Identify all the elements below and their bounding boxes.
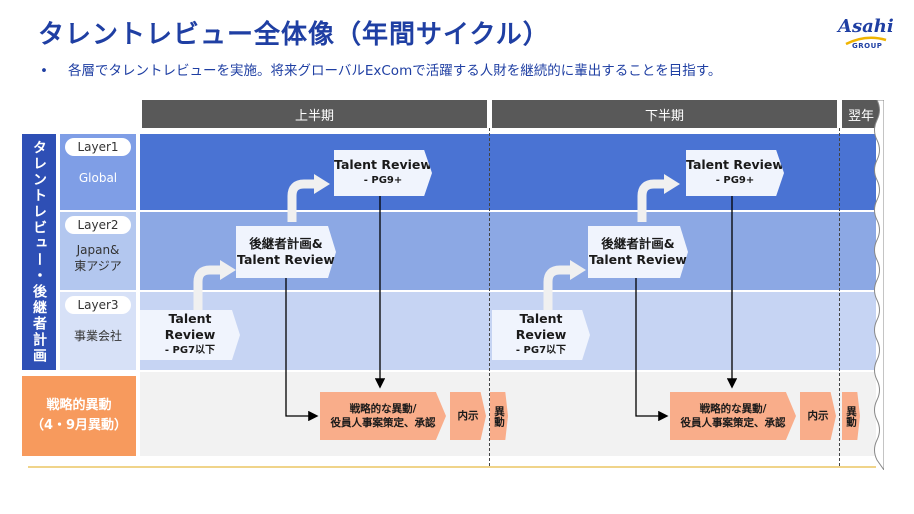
footer-accent-line (28, 466, 876, 468)
strategic-move-box-h2: 戦略的な異動/役員人事案策定、承認 (670, 392, 796, 440)
layer3-desc: 事業会社 (73, 329, 122, 343)
talent-review-local-line1: Talent (519, 311, 563, 326)
strategic-line1: 戦略的な異動/ (349, 403, 417, 415)
strategic-move-label-line2: （4・9月異動） (30, 418, 128, 433)
strategic-move-box-h1: 戦略的な異動/役員人事案策定、承認 (320, 392, 446, 440)
half-divider (489, 128, 490, 466)
talent-review-global-sub: - PG9+ (715, 175, 755, 186)
bullet-mark: • (40, 63, 48, 79)
layer2-name: Layer2 (65, 216, 131, 234)
strategic-line2: 役員人事案策定、承認 (330, 417, 436, 429)
talent-review-local-line2: Review (515, 327, 567, 342)
layer2-label: Layer2 Japan& 東アジア (60, 212, 136, 290)
talent-review-local-line2: Review (164, 327, 216, 342)
talent-review-succession-label: タレントレビュー・後継者計画 (22, 134, 56, 370)
talent-review-local-sub: - PG7以下 (515, 345, 567, 356)
continuation-wave (874, 100, 884, 470)
succession-line2: Talent Review (589, 252, 687, 267)
phase-first-half: 上半期 (142, 100, 487, 128)
talent-review-global-h1: Talent Review - PG9+ (334, 150, 432, 196)
ido-box-next: 異動 (842, 392, 860, 440)
logo-group: GROUP (852, 42, 883, 50)
summary-bullet: • 各層でタレントレビューを実施。将来グローバルExComで活躍する人財を継続的に… (40, 59, 721, 79)
naiji-box-h2: 内示 (800, 392, 836, 440)
curved-arrow-head-icon (570, 260, 586, 280)
succession-line2: Talent Review (237, 252, 335, 267)
phase-second-half: 下半期 (492, 100, 837, 128)
talent-review-global-title: Talent Review (334, 157, 432, 172)
strategic-move-label: 戦略的異動 （4・9月異動） (22, 376, 136, 456)
layer3-name: Layer3 (65, 296, 131, 314)
phase-second-half-label: 下半期 (644, 108, 684, 124)
summary-text: 各層でタレントレビューを実施。将来グローバルExComで活躍する人財を継続的に輩… (68, 63, 722, 79)
layer1-desc: Global (78, 171, 118, 185)
talent-review-global-title: Talent Review (686, 157, 784, 172)
phase-first-half-label: 上半期 (294, 108, 334, 124)
succession-line1: 後継者計画& (249, 236, 323, 251)
talent-review-local-h1: Talent Review - PG7以下 (140, 310, 240, 360)
talent-review-local-line1: Talent (168, 311, 212, 326)
succession-plan-h1: 後継者計画& Talent Review (236, 226, 336, 278)
curved-arrow-head-icon (220, 260, 236, 280)
ido-box-h1: 異動 (490, 392, 508, 440)
curved-arrow-icon (637, 179, 666, 222)
curved-arrow-icon (193, 265, 222, 310)
strategic-line1: 戦略的な異動/ (699, 403, 767, 415)
connector-line (285, 278, 319, 422)
strategic-move-label-line1: 戦略的異動 (46, 398, 112, 413)
strategic-line2: 役員人事案策定、承認 (680, 417, 786, 429)
layer2-desc: Japan& 東アジア (74, 243, 122, 273)
talent-review-local-sub: - PG7以下 (164, 345, 216, 356)
logo-swoosh-icon (845, 36, 887, 46)
layer3-label: Layer3 事業会社 (60, 292, 136, 370)
ido-label: 異動 (493, 405, 505, 427)
talent-review-global-h2: Talent Review - PG9+ (686, 150, 784, 196)
asahi-logo: Asahi GROUP (838, 16, 894, 56)
layer1-name: Layer1 (65, 138, 131, 156)
connector-line (635, 278, 669, 422)
naiji-box-h1: 内示 (450, 392, 486, 440)
talent-review-local-h2: Talent Review - PG7以下 (492, 310, 590, 360)
curved-arrow-icon (287, 179, 316, 222)
talent-review-global-sub: - PG9+ (363, 175, 403, 186)
curved-arrow-head-icon (314, 174, 330, 194)
succession-line1: 後継者計画& (601, 236, 675, 251)
naiji-label: 内示 (807, 410, 829, 422)
curved-arrow-head-icon (664, 174, 680, 194)
logo-brand: Asahi (838, 16, 894, 37)
curved-arrow-icon (543, 265, 572, 310)
ido-label: 異動 (845, 405, 857, 427)
naiji-label: 内示 (457, 410, 479, 422)
succession-plan-h2: 後継者計画& Talent Review (588, 226, 688, 278)
page-title: タレントレビュー全体像（年間サイクル） (38, 20, 550, 50)
year-divider (839, 128, 840, 466)
layer1-label: Layer1 Global (60, 134, 136, 210)
phase-next-year-label: 翌年 (848, 108, 875, 124)
